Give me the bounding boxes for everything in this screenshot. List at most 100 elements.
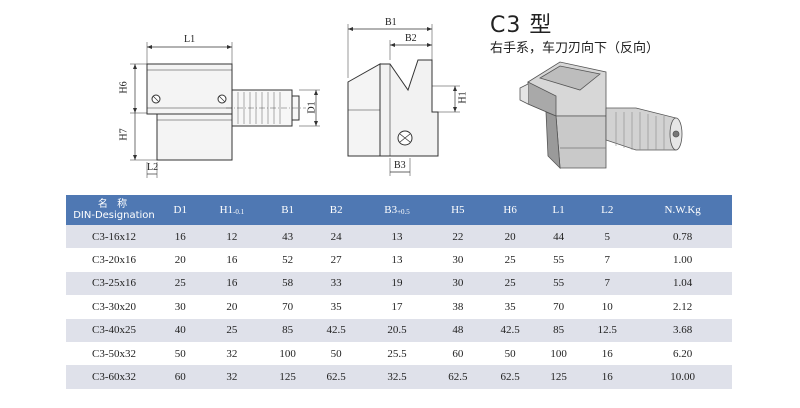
table-header-row: 名 称 DIN-Designation D1 H1-0.1 B1 B2 B3+0… — [66, 195, 732, 225]
table-row: C3-50x32 50 32 100 50 25.5 60 50 100 16 … — [66, 341, 732, 366]
cell-d1: 30 — [162, 295, 199, 319]
cell-h6: 50 — [483, 341, 537, 366]
dim-label-b1: B1 — [385, 17, 397, 28]
cell-b3: 13 — [362, 248, 432, 272]
cell-b1: 85 — [265, 318, 311, 342]
cell-h6: 62.5 — [483, 365, 537, 389]
table-row: C3-25x16 25 16 58 33 19 30 25 55 7 1.04 — [66, 271, 732, 296]
front-view — [347, 24, 460, 176]
header-l2: L2 — [581, 195, 634, 225]
header-designation-en: DIN-Designation — [73, 210, 155, 221]
dim-label-b3: B3 — [394, 160, 406, 171]
cell-b1: 70 — [265, 295, 311, 319]
cell-b2: 62.5 — [310, 365, 363, 389]
cell-b2: 35 — [310, 295, 363, 319]
cell-d1: 16 — [162, 225, 199, 249]
row-designation: C3-16x12 — [66, 225, 162, 249]
cell-weight: 3.68 — [633, 318, 732, 342]
table-row: C3-20x16 20 16 52 27 13 30 25 55 7 1.00 — [66, 248, 732, 272]
cell-l2: 10 — [581, 295, 634, 319]
cell-h1: 32 — [198, 341, 266, 366]
cell-h5: 30 — [431, 271, 484, 296]
header-h5: H5 — [431, 195, 484, 225]
cell-l1: 44 — [536, 225, 582, 249]
cell-l1: 85 — [536, 318, 582, 342]
cell-l2: 7 — [581, 248, 634, 272]
cell-h5: 38 — [431, 295, 484, 319]
dim-label-l2: L2 — [147, 162, 159, 173]
table-row: C3-60x32 60 32 125 62.5 32.5 62.5 62.5 1… — [66, 365, 732, 389]
cell-l2: 7 — [581, 271, 634, 296]
cell-b1: 43 — [265, 225, 311, 249]
cell-b1: 125 — [265, 365, 311, 389]
spec-table: 名 称 DIN-Designation D1 H1-0.1 B1 B2 B3+0… — [66, 195, 732, 389]
cell-d1: 20 — [162, 248, 199, 272]
table-row: C3-16x12 16 12 43 24 13 22 20 44 5 0.78 — [66, 225, 732, 249]
cell-h5: 30 — [431, 248, 484, 272]
cell-l1: 55 — [536, 248, 582, 272]
cell-h1: 25 — [198, 318, 266, 342]
cell-l1: 100 — [536, 341, 582, 366]
row-designation: C3-30x20 — [66, 295, 162, 319]
cell-weight: 2.12 — [633, 295, 732, 319]
cell-h1: 20 — [198, 295, 266, 319]
cell-b3: 17 — [362, 295, 432, 319]
side-view — [130, 42, 320, 178]
table-row: C3-30x20 30 20 70 35 17 38 35 70 10 2.12 — [66, 295, 732, 319]
drawing-svg — [130, 24, 683, 178]
dim-label-l1: L1 — [184, 34, 196, 45]
header-weight: N.W.Kg — [633, 195, 732, 225]
dim-label-h1: H1 — [457, 91, 469, 104]
cell-h5: 22 — [431, 225, 484, 249]
cell-b3: 19 — [362, 271, 432, 296]
cell-h6: 42.5 — [483, 318, 537, 342]
header-designation-cn: 名 称 — [97, 199, 131, 210]
cell-h6: 35 — [483, 295, 537, 319]
technical-drawing: C3 型 右手系，车刀刃向下（反向） L1 H6 H7 L2 D1 B1 B2 … — [0, 0, 800, 192]
cell-d1: 40 — [162, 318, 199, 342]
cell-h6: 25 — [483, 271, 537, 296]
cell-h6: 25 — [483, 248, 537, 272]
header-h6: H6 — [483, 195, 537, 225]
cell-b2: 27 — [310, 248, 363, 272]
header-b3: B3+0.5 — [362, 195, 432, 225]
header-l1: L1 — [536, 195, 582, 225]
cell-h1: 32 — [198, 365, 266, 389]
header-b1: B1 — [265, 195, 311, 225]
cell-l1: 125 — [536, 365, 582, 389]
cell-l2: 5 — [581, 225, 634, 249]
cell-b3: 25.5 — [362, 341, 432, 366]
cell-l2: 12.5 — [581, 318, 634, 342]
page-subtitle: 右手系，车刀刃向下（反向） — [490, 41, 660, 56]
cell-l1: 55 — [536, 271, 582, 296]
header-h1: H1-0.1 — [198, 195, 266, 225]
dim-label-d1: D1 — [306, 101, 318, 114]
cell-weight: 10.00 — [633, 365, 732, 389]
cell-b3: 13 — [362, 225, 432, 249]
cell-d1: 50 — [162, 341, 199, 366]
row-designation: C3-20x16 — [66, 248, 162, 272]
cell-h6: 20 — [483, 225, 537, 249]
cell-weight: 6.20 — [633, 341, 732, 366]
header-designation: 名 称 DIN-Designation — [66, 195, 162, 225]
row-designation: C3-25x16 — [66, 271, 162, 296]
product-render — [519, 61, 683, 170]
dim-label-h6: H6 — [118, 81, 130, 94]
row-designation: C3-50x32 — [66, 341, 162, 366]
header-b2: B2 — [310, 195, 363, 225]
cell-h5: 48 — [431, 318, 484, 342]
cell-h1: 16 — [198, 271, 266, 296]
cell-b2: 42.5 — [310, 318, 363, 342]
cell-b2: 24 — [310, 225, 363, 249]
page-title: C3 型 — [490, 13, 553, 38]
cell-b1: 100 — [265, 341, 311, 366]
header-d1: D1 — [162, 195, 199, 225]
cell-h1: 16 — [198, 248, 266, 272]
cell-h5: 62.5 — [431, 365, 484, 389]
cell-b1: 52 — [265, 248, 311, 272]
cell-d1: 60 — [162, 365, 199, 389]
dim-label-h7: H7 — [118, 128, 130, 141]
cell-b1: 58 — [265, 271, 311, 296]
cell-weight: 1.04 — [633, 271, 732, 296]
dim-label-b2: B2 — [405, 33, 417, 44]
